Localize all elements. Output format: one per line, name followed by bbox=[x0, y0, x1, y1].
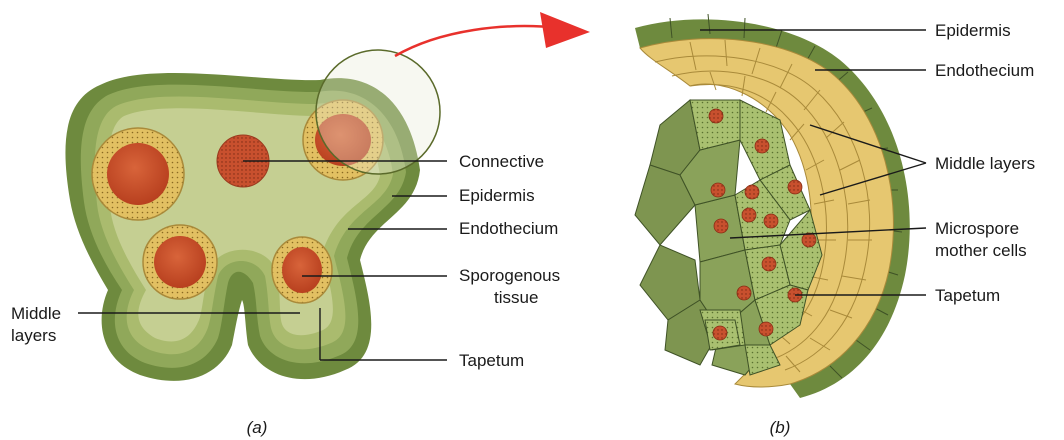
caption-a: (a) bbox=[247, 418, 268, 437]
sporangium-top-left bbox=[92, 128, 184, 220]
zoom-arrow-head bbox=[540, 12, 590, 48]
label-endothecium-b: Endothecium bbox=[935, 61, 1034, 80]
anther-wall-detail bbox=[635, 14, 910, 398]
label-microspore-2: mother cells bbox=[935, 241, 1027, 260]
zoom-arrow bbox=[395, 26, 560, 56]
label-epidermis-a: Epidermis bbox=[459, 186, 535, 205]
label-middle-layers-1: Middle bbox=[11, 304, 61, 323]
label-connective: Connective bbox=[459, 152, 544, 171]
label-microspore-1: Microspore bbox=[935, 219, 1019, 238]
label-middle-layers-2: layers bbox=[11, 326, 56, 345]
magnifier-highlight bbox=[316, 50, 440, 174]
label-epidermis-b: Epidermis bbox=[935, 21, 1011, 40]
sporangium-bottom-right bbox=[272, 237, 332, 303]
label-tapetum-a: Tapetum bbox=[459, 351, 524, 370]
caption-b: (b) bbox=[770, 418, 791, 437]
label-sporogenous-2: tissue bbox=[494, 288, 538, 307]
label-middle-layers-b: Middle layers bbox=[935, 154, 1035, 173]
label-sporogenous-1: Sporogenous bbox=[459, 266, 560, 285]
sporangium-bottom-left bbox=[143, 225, 217, 299]
label-tapetum-b: Tapetum bbox=[935, 286, 1000, 305]
anther-cross-section bbox=[65, 50, 440, 381]
label-endothecium-a: Endothecium bbox=[459, 219, 558, 238]
